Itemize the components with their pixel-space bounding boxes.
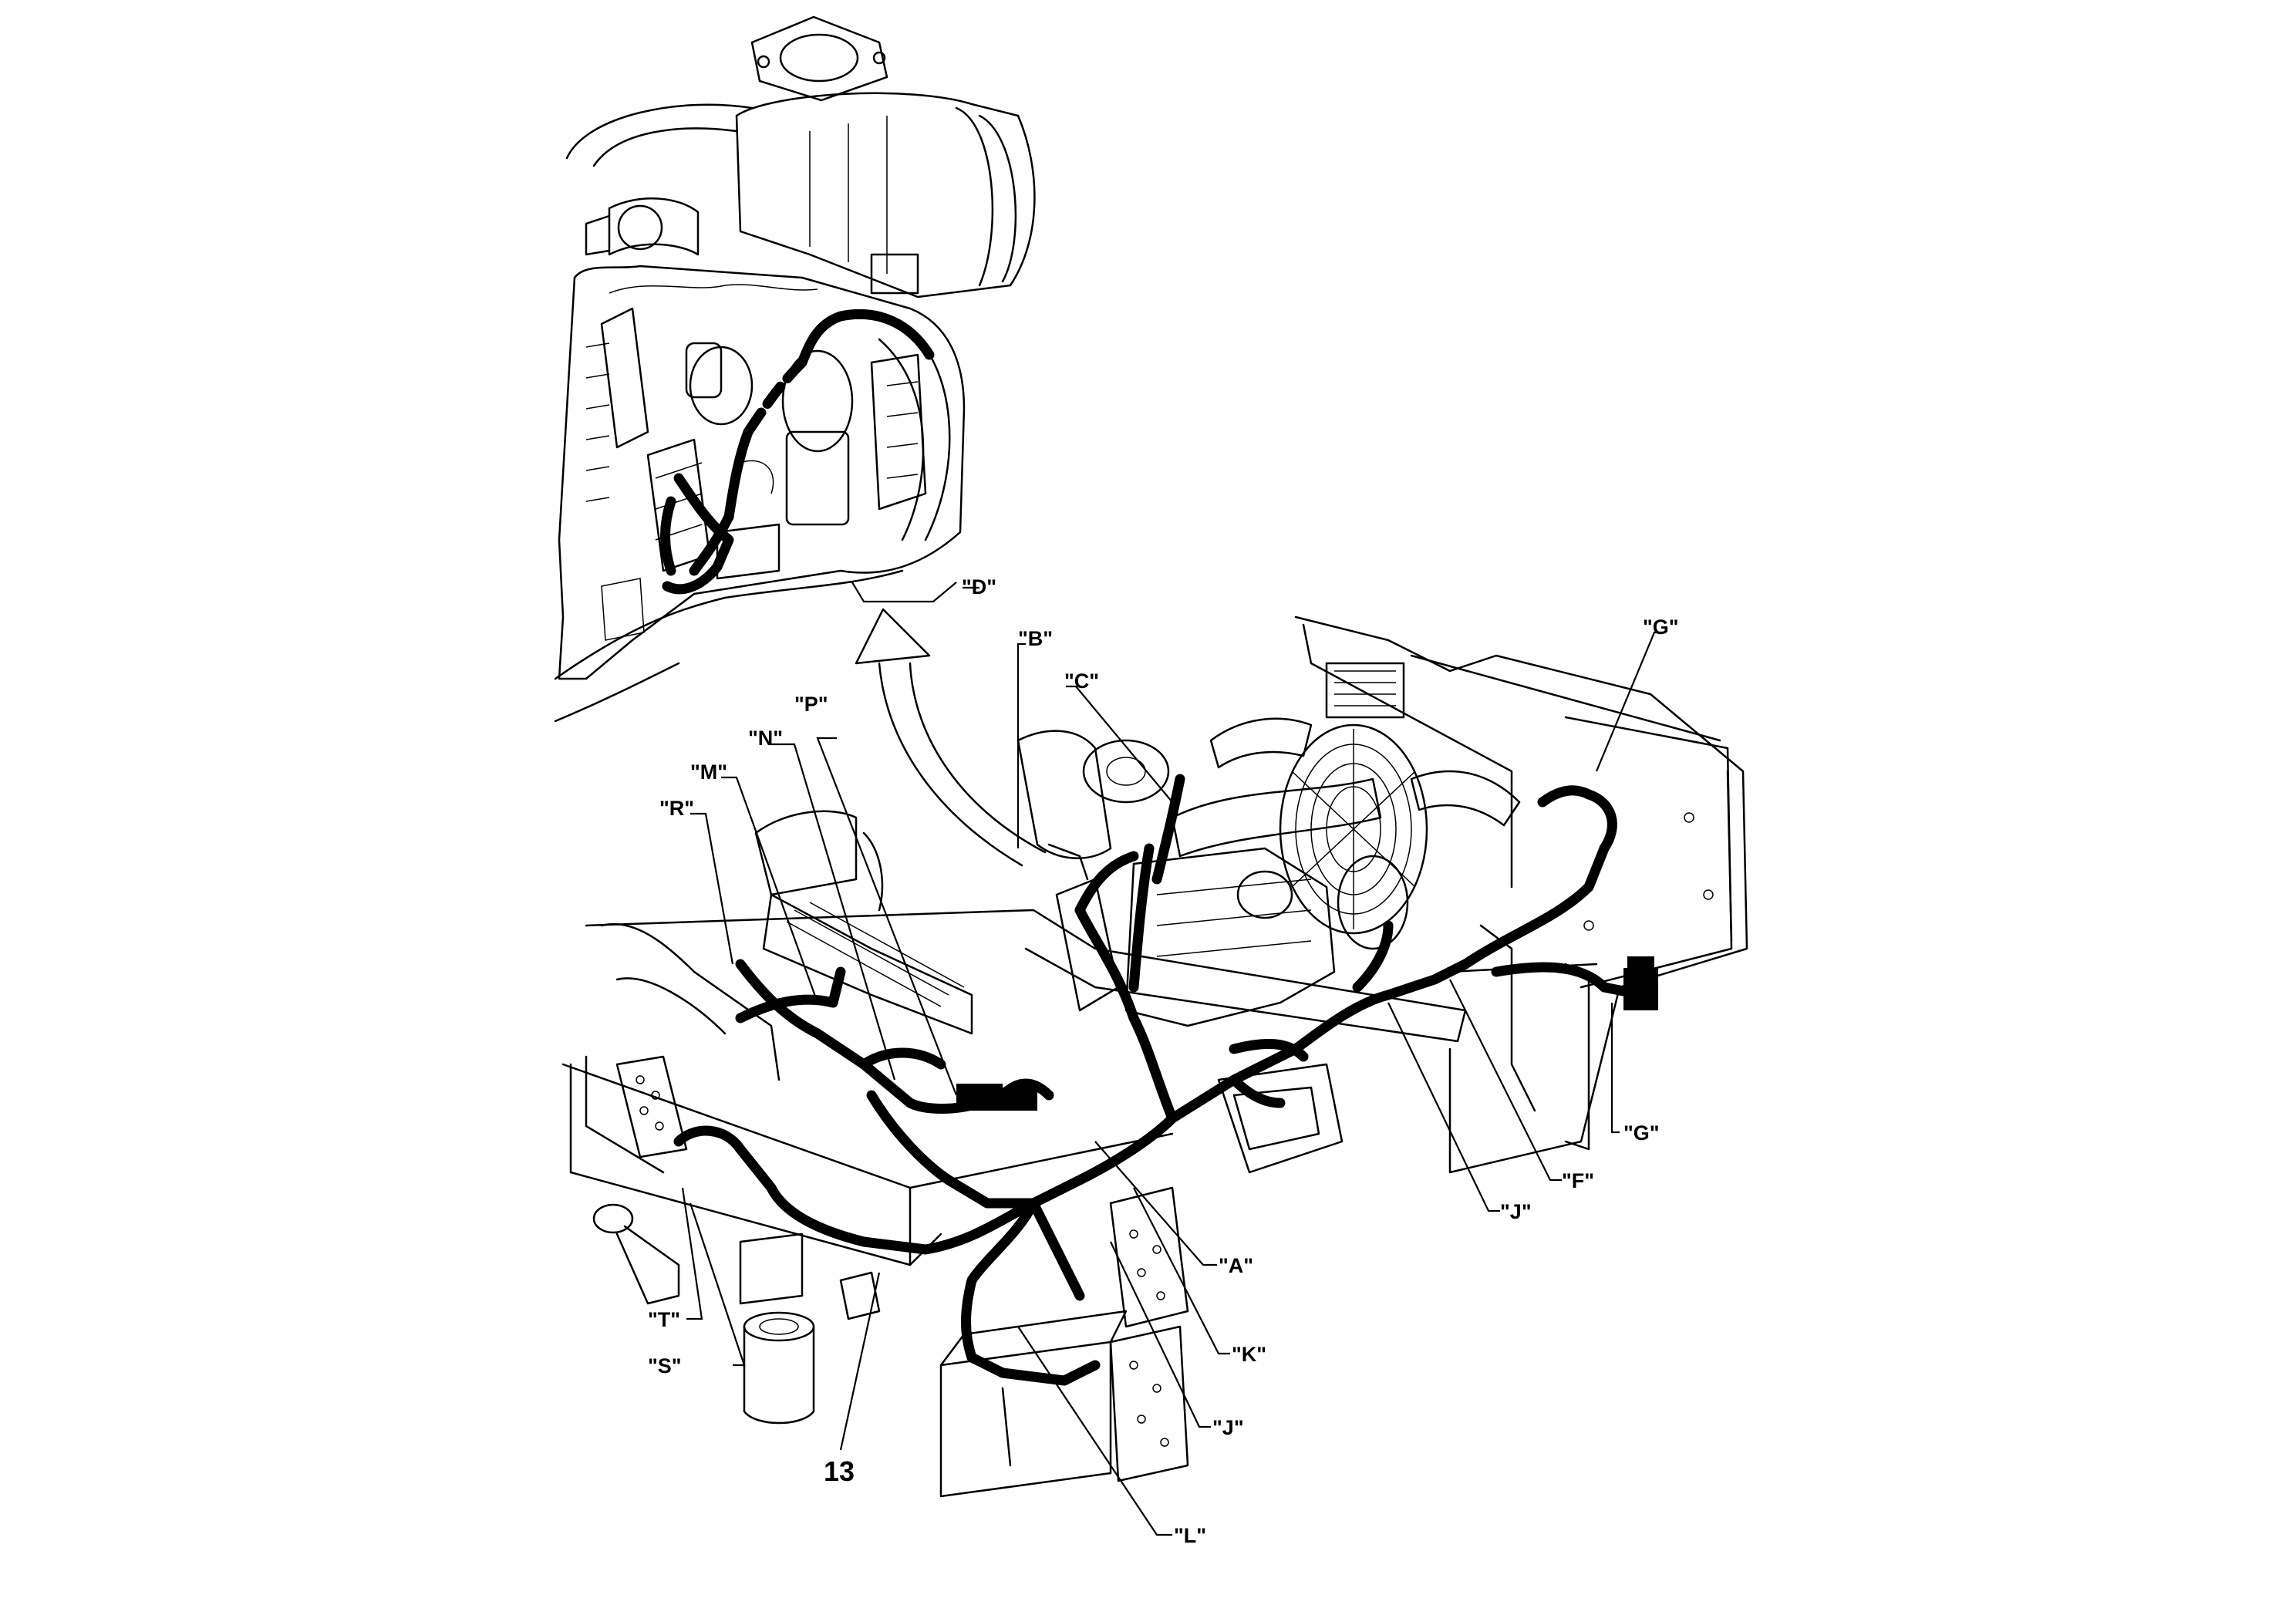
callout-t: "T" bbox=[648, 1308, 680, 1331]
callout-n: "N" bbox=[748, 727, 783, 750]
callout-k: "K" bbox=[1232, 1343, 1266, 1366]
callout-s: "S" bbox=[648, 1354, 682, 1378]
callout-g-top: "G" bbox=[1643, 615, 1679, 639]
callout-j-right: "J" bbox=[1500, 1200, 1532, 1223]
callout-r: "R" bbox=[659, 797, 694, 820]
callout-f: "F" bbox=[1562, 1169, 1594, 1192]
callout-b: "B" bbox=[1018, 627, 1053, 650]
item-number-13: 13 bbox=[824, 1455, 855, 1487]
callout-c: "C" bbox=[1064, 669, 1099, 693]
engine-detail-view bbox=[554, 15, 1036, 723]
callout-g-side: "G" bbox=[1623, 1121, 1660, 1145]
callout-m: "M" bbox=[690, 760, 727, 784]
callout-d: "D" bbox=[962, 575, 996, 599]
main-harness bbox=[673, 774, 1658, 1386]
callout-j-lower: "J" bbox=[1212, 1416, 1244, 1439]
callout-a: "A" bbox=[1219, 1254, 1253, 1277]
callout-p: "P" bbox=[794, 693, 828, 716]
leader-lines bbox=[681, 582, 1666, 1536]
callout-l: "L" bbox=[1174, 1524, 1206, 1547]
detail-arrow bbox=[855, 608, 1047, 867]
machine-main-view bbox=[561, 615, 1748, 1498]
callout-labels: "D" "B" "C" "P" "N" "M" "R" "G" "G" "F" … bbox=[648, 575, 1679, 1547]
